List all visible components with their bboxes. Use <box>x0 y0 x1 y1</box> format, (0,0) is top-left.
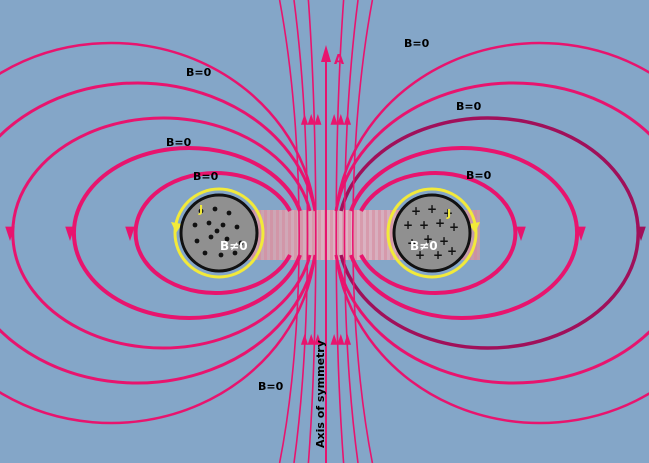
label-b-zero-inner-left: B=0 <box>193 170 219 183</box>
dot-symbol <box>232 250 238 256</box>
current-ring-arrow-icon <box>469 222 480 233</box>
cross-symbol: + <box>443 206 453 220</box>
field-line <box>352 0 374 463</box>
dot-symbol <box>214 228 220 234</box>
field-line <box>343 0 359 463</box>
label-b-zero-upper-right: B=0 <box>456 100 482 113</box>
arrowhead-icon <box>307 114 315 125</box>
current-ring-right <box>386 187 478 279</box>
field-line <box>0 81 317 385</box>
arrowhead-icon <box>636 226 646 241</box>
field-line <box>349 146 579 320</box>
cross-symbol: + <box>449 220 459 234</box>
cross-symbol: + <box>419 218 429 232</box>
current-ring-left <box>173 187 265 279</box>
label-b-zero-top-right: B=0 <box>404 37 430 50</box>
field-line <box>339 116 640 350</box>
label-b-nonzero-right: B≠0 <box>410 239 438 253</box>
cross-symbol: + <box>415 248 425 262</box>
dot-symbol <box>212 206 218 212</box>
arrowhead-icon <box>330 334 338 345</box>
dot-symbol <box>220 222 226 228</box>
label-b-zero-upper-left: B=0 <box>186 66 212 79</box>
dot-symbol <box>234 224 240 230</box>
field-line <box>335 0 345 463</box>
cross-symbol: + <box>427 202 437 216</box>
label-current-right: J <box>446 207 451 220</box>
field-line <box>133 171 292 295</box>
arrowhead-icon <box>314 114 322 125</box>
field-line <box>334 81 649 385</box>
arrowhead-icon <box>125 226 135 241</box>
field-line <box>307 0 317 463</box>
label-b-zero-bottom: B=0 <box>258 380 284 393</box>
cross-symbol: + <box>411 204 421 218</box>
current-ring-arrow-icon <box>171 222 182 233</box>
field-line <box>11 116 312 350</box>
cross-symbol: + <box>439 234 449 248</box>
arrowhead-icon <box>516 226 526 241</box>
dot-symbol <box>226 210 232 216</box>
cross-symbol: + <box>423 232 433 246</box>
cross-symbol: + <box>447 244 457 258</box>
arrowhead-icon <box>330 114 338 125</box>
dot-symbol <box>194 238 200 244</box>
dot-symbol <box>208 234 214 240</box>
dot-symbol <box>238 240 244 246</box>
arrowhead-icon <box>337 334 345 345</box>
right-conductor: +++++++++++++ <box>386 187 480 279</box>
left-conductor <box>171 187 265 279</box>
conductor-right <box>392 193 472 273</box>
axis-label: Axis of symmetry <box>314 340 327 448</box>
label-b-zero-inner-right: B=0 <box>466 169 492 182</box>
cross-symbol: + <box>433 248 443 262</box>
dot-symbol <box>192 222 198 228</box>
dot-symbol <box>198 208 204 214</box>
field-line <box>334 41 649 425</box>
cross-symbol: + <box>435 216 445 230</box>
field-lines-left <box>0 41 317 425</box>
label-current-left: J <box>198 203 203 216</box>
dot-symbol <box>202 250 208 256</box>
arrowhead-icon <box>65 226 75 241</box>
axis-arrowhead-icon <box>321 45 331 62</box>
current-into-page-icon: +++++++++++++ <box>403 202 459 262</box>
field-line <box>278 0 300 463</box>
field-lines-right <box>334 41 649 425</box>
arrowhead-icon <box>314 334 322 345</box>
label-b-zero-mid-left: B=0 <box>166 136 192 149</box>
cross-symbol: + <box>403 218 413 232</box>
arrowhead-icon <box>343 334 352 345</box>
arrowhead-icon <box>343 114 352 125</box>
dot-symbol <box>206 220 212 226</box>
field-line <box>359 171 518 295</box>
field-line <box>72 146 302 320</box>
conductor-left <box>179 193 259 273</box>
field-lines-axis <box>278 0 374 463</box>
arrowhead-icon <box>307 334 315 345</box>
dot-symbol <box>218 252 224 258</box>
arrowhead-icon <box>5 226 15 241</box>
cross-symbol: + <box>407 236 417 250</box>
field-line <box>293 0 309 463</box>
arrowhead-icon <box>576 226 586 241</box>
arrowhead-icon <box>337 114 345 125</box>
field-line <box>0 41 317 425</box>
label-A: A <box>334 53 344 68</box>
label-b-nonzero-left: B≠0 <box>220 239 248 253</box>
current-out-of-page-icon <box>192 206 244 258</box>
dot-symbol <box>224 236 230 242</box>
